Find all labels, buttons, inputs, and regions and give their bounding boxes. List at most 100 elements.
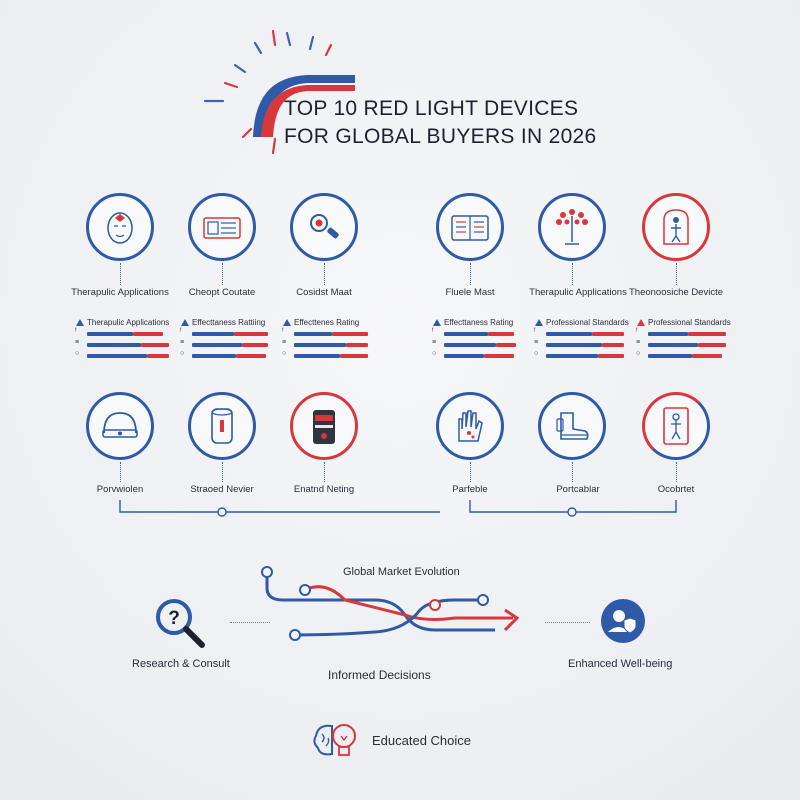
connector	[470, 263, 471, 285]
rating-bar-blue	[294, 343, 346, 347]
bar-bullet-icon: ○	[534, 350, 539, 357]
educated-choice-label: Educated Choice	[372, 733, 472, 748]
rating-bar-red	[598, 354, 624, 358]
bar-bullet-icon: ○	[432, 350, 437, 357]
bar-bullet-icon: ᶠ	[180, 328, 182, 335]
device-body-pod[interactable]	[642, 193, 710, 261]
sunburst-logo-icon	[203, 29, 355, 155]
rating-bar-blue	[192, 332, 234, 336]
rating-label: Effecttaness Rattiing	[192, 318, 266, 327]
rating-bar-red	[141, 343, 169, 347]
rating-bar-red	[332, 332, 368, 336]
rating-bar-red	[488, 332, 514, 336]
drop-icon	[433, 319, 441, 326]
rating-bar-blue	[648, 343, 698, 347]
wellbeing-label: Enhanced Well-being	[568, 658, 673, 670]
connector	[545, 622, 590, 623]
rating-bar-blue	[87, 354, 147, 358]
rating-bar-red	[234, 332, 268, 336]
rating-bar-blue	[294, 354, 340, 358]
bar-bullet-icon: ≡	[534, 339, 539, 346]
device-label: Parfeble	[452, 484, 488, 495]
rating-label: Professional Standards	[546, 318, 629, 327]
rating-bar-blue	[546, 343, 602, 347]
rating-bar-blue	[648, 354, 692, 358]
rating-bar-red	[484, 354, 514, 358]
bar-bullet-icon: ○	[282, 350, 287, 357]
drop-icon	[181, 319, 189, 326]
connector	[324, 462, 325, 482]
title-line-1: TOP 10 RED LIGHT DEVICES	[284, 97, 579, 120]
bar-bullet-icon: ≡	[180, 339, 185, 346]
connector	[222, 263, 223, 285]
drop-icon	[535, 319, 543, 326]
title-line-2: FOR GLOBAL BUYERS IN 2026	[284, 125, 597, 148]
floor-lamp-icon	[556, 209, 588, 245]
device-label: Therapulic Applications	[71, 287, 169, 298]
rating-bar-red	[496, 343, 516, 347]
rating-bar-red	[698, 343, 726, 347]
cylinder-device-icon	[211, 408, 233, 444]
connector	[572, 263, 573, 285]
connector	[120, 263, 121, 285]
glove-icon	[458, 410, 483, 442]
device-floor-lamp[interactable]	[538, 193, 606, 261]
device-face-mask[interactable]	[86, 193, 154, 261]
rating-bar-red	[340, 354, 368, 358]
market-label: Global Market Evolution	[343, 566, 460, 578]
brain-bulb-icon	[313, 724, 356, 756]
connector	[222, 462, 223, 482]
group-bracket	[119, 500, 677, 517]
device-boot[interactable]	[538, 392, 606, 460]
device-headband[interactable]	[86, 392, 154, 460]
device-panel-screen[interactable]	[436, 193, 504, 261]
rating-bar-blue	[444, 332, 488, 336]
connector	[324, 263, 325, 285]
connector	[230, 622, 270, 623]
bar-bullet-icon: ᶠ	[282, 328, 284, 335]
device-label: Enatnd Neting	[293, 484, 355, 495]
bar-bullet-icon: ○	[75, 350, 80, 357]
rating-bar-red	[133, 332, 163, 336]
device-magnifier[interactable]	[290, 193, 358, 261]
rating-label: Professional Standards	[648, 318, 731, 327]
drop-icon	[76, 319, 84, 326]
connector	[676, 462, 677, 482]
connector	[120, 462, 121, 482]
rating-bar-blue	[444, 343, 496, 347]
device-glove[interactable]	[436, 392, 504, 460]
rating-bar-red	[346, 343, 368, 347]
device-label: Cosidst Maat	[296, 287, 352, 298]
device-label: Fluele Mast	[445, 287, 495, 298]
device-control-panel[interactable]	[188, 193, 256, 261]
connector	[470, 462, 471, 482]
rating-bar-blue	[192, 343, 242, 347]
rating-bar-red	[592, 332, 624, 336]
device-full-body-panel[interactable]	[642, 392, 710, 460]
magnifier-device-icon	[310, 214, 339, 239]
rating-bar-blue	[294, 332, 332, 336]
bar-bullet-icon: ≡	[75, 339, 80, 346]
rating-bar-blue	[546, 332, 592, 336]
bar-bullet-icon: ○	[636, 350, 641, 357]
rating-bar-blue	[87, 343, 141, 347]
headband-icon	[102, 412, 138, 438]
device-cylinder[interactable]	[188, 392, 256, 460]
device-label: Theonoosiche Devicte	[629, 287, 723, 298]
face-mask-icon	[107, 212, 133, 244]
rating-bar-blue	[648, 332, 688, 336]
drop-icon	[637, 319, 645, 326]
full-body-panel-icon	[663, 407, 689, 445]
device-canister[interactable]	[290, 392, 358, 460]
rating-bar-red	[242, 343, 268, 347]
control-panel-icon	[203, 217, 241, 239]
bar-bullet-icon: ᶠ	[75, 328, 77, 335]
flow-arrows	[261, 566, 520, 641]
rating-bar-blue	[192, 354, 236, 358]
rating-bar-red	[236, 354, 266, 358]
bar-bullet-icon: ≡	[636, 339, 641, 346]
panel-screen-icon	[451, 215, 489, 241]
device-label: Cheopt Coutate	[188, 287, 256, 298]
rating-bar-red	[602, 343, 624, 347]
